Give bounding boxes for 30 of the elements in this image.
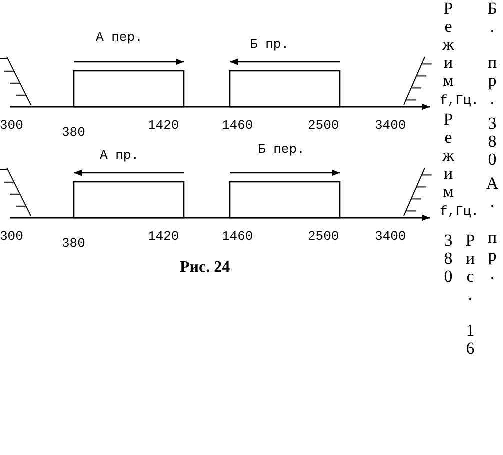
axis-label: 300 [0,229,24,244]
axis-label: А пер. [96,30,143,45]
axis-label: 380 [62,125,86,140]
vertical-text: Режим [442,111,456,201]
axis-label: 1420 [148,229,180,244]
axis-label: 3400 [375,229,406,244]
vertical-text: Рис. 16 [464,232,476,358]
axis-label: 1420 [148,118,180,133]
vertical-text: 380 [487,115,498,169]
frequency-band [229,70,341,108]
axis-label: 300 [0,118,24,133]
vertical-text: А. пр. [485,175,500,283]
axis-label: А пр. [100,148,140,163]
vertical-text: Б. пр. [486,0,498,108]
axis-label: f,Гц. [440,204,480,219]
vertical-text: 380 [443,232,454,286]
axis-label: 1460 [222,118,254,133]
axis-label: Б пер. [258,142,305,157]
axis-label: 2500 [308,118,340,133]
axis-label: 2500 [308,229,340,244]
frequency-band [73,70,185,108]
axis-label: Б пр. [250,37,290,52]
vertical-text: Режим [442,0,456,90]
frequency-band [73,181,185,219]
axis-label: 1460 [222,229,254,244]
axis-label: f,Гц. [440,93,480,108]
figure-caption: Рис. 24 [180,259,230,277]
axis-label: 380 [62,236,86,251]
frequency-band [229,181,341,219]
axis-label: 3400 [375,118,406,133]
